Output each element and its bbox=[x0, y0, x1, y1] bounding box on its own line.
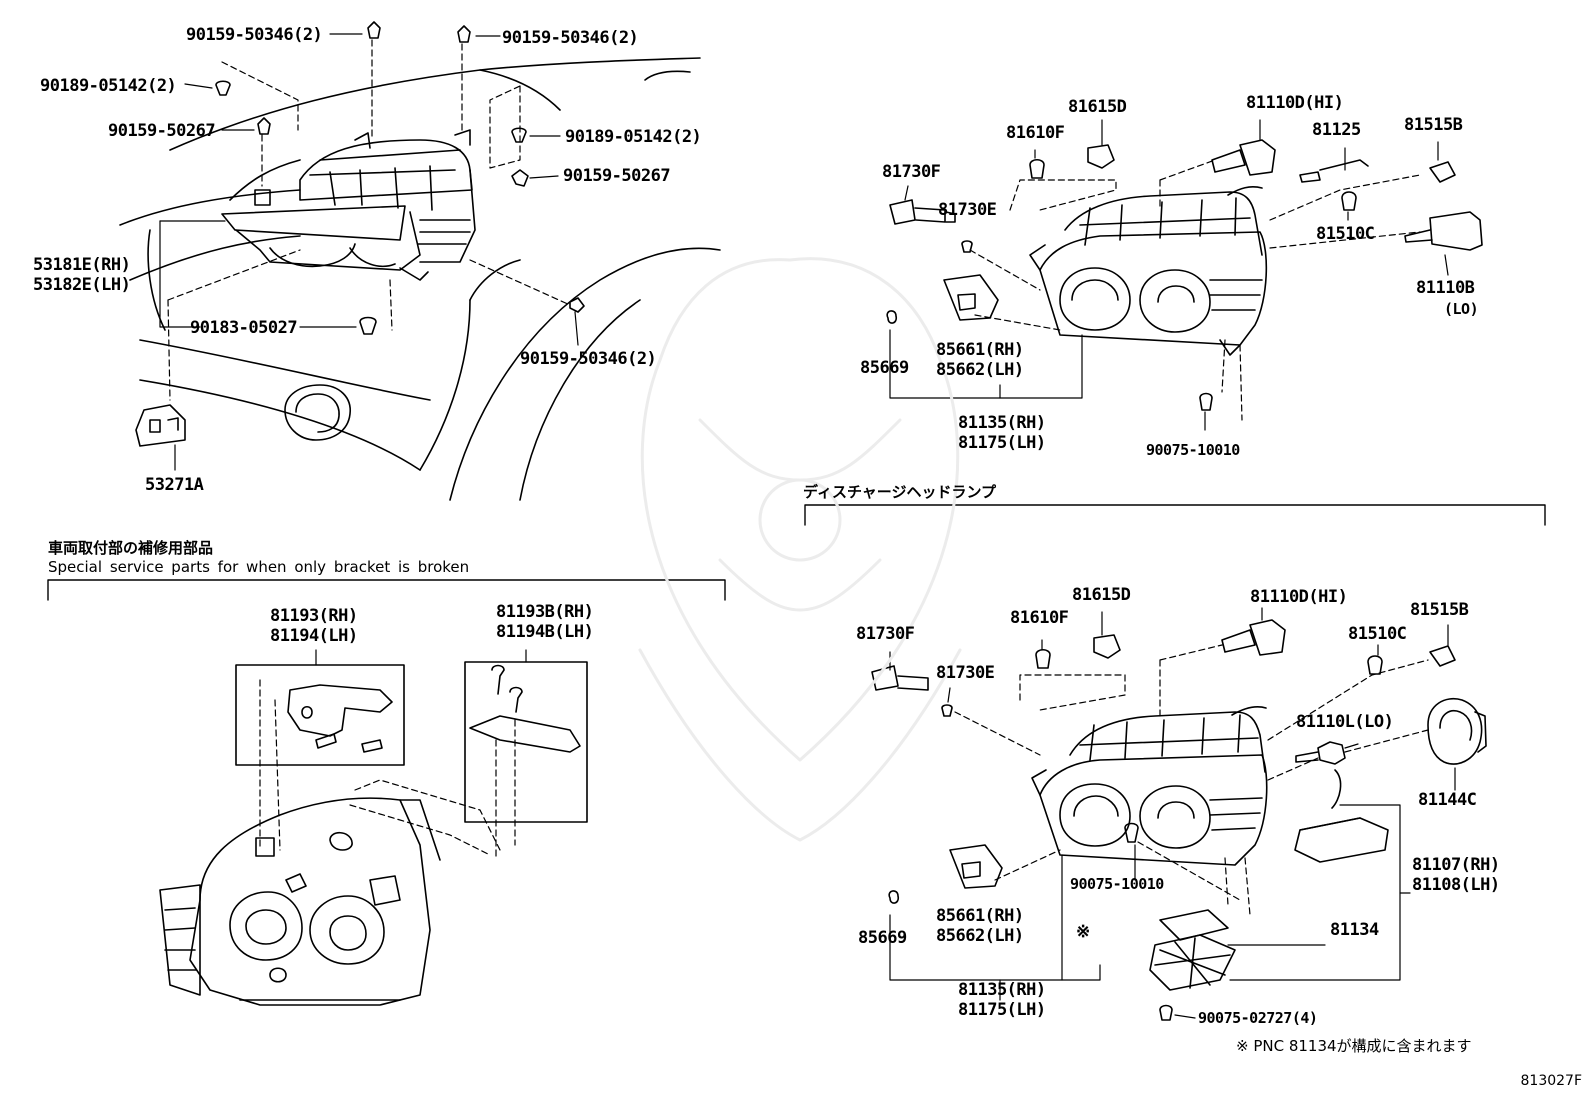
part-label-81135-81175-bottom: 81135(RH) 81175(LH) bbox=[958, 980, 1046, 1020]
part-label-81175-bottom: 81175(LH) bbox=[958, 1000, 1046, 1020]
part-label-53181e-53182e: 53181E(RH) 53182E(LH) bbox=[33, 255, 131, 295]
headlamp-assembly-top-right bbox=[1029, 186, 1268, 356]
part-label-81610f-bottom: 81610F bbox=[1010, 608, 1069, 628]
part-label-81730e-top: 81730E bbox=[938, 200, 997, 220]
part-label-85661-top: 85661(RH) bbox=[936, 340, 1024, 360]
leader-lines-bottom-right bbox=[889, 607, 1456, 1019]
part-label-81615d-top: 81615D bbox=[1068, 97, 1127, 117]
headlamp-assembly-top-left bbox=[221, 129, 476, 281]
bracket-81193b-box bbox=[464, 649, 588, 859]
part-label-81135-81175-top: 81135(RH) 81175(LH) bbox=[958, 413, 1046, 453]
part-label-81135-top: 81135(RH) bbox=[958, 413, 1046, 433]
part-label-85662-top: 85662(LH) bbox=[936, 360, 1024, 380]
part-label-90159-50267-b: 90159-50267 bbox=[563, 166, 671, 186]
part-label-81135-bottom: 81135(RH) bbox=[958, 980, 1046, 1000]
part-label-90075-10010-top: 90075-10010 bbox=[1146, 441, 1240, 459]
part-label-81730e-bottom: 81730E bbox=[936, 663, 995, 683]
section-special-service-jp: 車両取付部の補修用部品 bbox=[48, 539, 214, 557]
leader-lines-top-right bbox=[889, 119, 1449, 431]
part-label-81193: 81193(RH) bbox=[270, 606, 358, 626]
part-label-90159-50267-a: 90159-50267 bbox=[108, 121, 216, 141]
part-label-81144c: 81144C bbox=[1418, 790, 1477, 810]
part-label-90075-10010-bottom: 90075-10010 bbox=[1070, 875, 1164, 893]
part-label-85661-85662-bottom: 85661(RH) 85662(LH) bbox=[936, 906, 1024, 946]
part-label-90075-02727: 90075-02727(4) bbox=[1198, 1009, 1318, 1027]
part-label-53182e: 53182E(LH) bbox=[33, 275, 131, 295]
asterisk-mark: ※ bbox=[1076, 922, 1090, 942]
part-label-81110l: 81110L(LO) bbox=[1296, 712, 1394, 732]
part-label-81610f-top: 81610F bbox=[1006, 123, 1065, 143]
part-label-81193-81194: 81193(RH) 81194(LH) bbox=[270, 606, 358, 646]
part-label-90189-05142-a: 90189-05142(2) bbox=[40, 76, 177, 96]
part-label-81510c-top: 81510C bbox=[1316, 224, 1375, 244]
bulbs-and-sockets-top-right bbox=[886, 139, 1483, 411]
part-label-85662-bottom: 85662(LH) bbox=[936, 926, 1024, 946]
headlamp-assembly-bottom-right bbox=[1031, 706, 1268, 866]
headlamp-rear-view bbox=[159, 779, 501, 1006]
service-parts-bracket bbox=[47, 579, 726, 601]
part-label-81615d-bottom: 81615D bbox=[1072, 585, 1131, 605]
part-label-81110d-top: 81110D(HI) bbox=[1246, 93, 1344, 113]
bulbs-and-sockets-bottom-right bbox=[871, 619, 1487, 1021]
leader-lines-top-left bbox=[159, 33, 579, 471]
watermark-crest bbox=[638, 257, 962, 842]
part-label-lo: (LO) bbox=[1444, 300, 1479, 318]
part-label-81194: 81194(LH) bbox=[270, 626, 358, 646]
part-label-81730f-top: 81730F bbox=[882, 162, 941, 182]
section-special-service-en: Special service parts for when only brac… bbox=[48, 558, 470, 576]
vehicle-body-outline bbox=[119, 57, 721, 501]
part-label-81110b: 81110B bbox=[1416, 278, 1475, 298]
discharge-headlamp-bracket bbox=[804, 504, 1546, 526]
part-label-90159-50346-a: 90159-50346(2) bbox=[186, 25, 323, 45]
part-label-90159-50346-c: 90159-50346(2) bbox=[520, 349, 657, 369]
part-label-81107: 81107(RH) bbox=[1412, 855, 1500, 875]
part-label-90159-50346-b: 90159-50346(2) bbox=[502, 28, 639, 48]
part-label-85669-bottom: 85669 bbox=[858, 928, 907, 948]
part-label-81134: 81134 bbox=[1330, 920, 1379, 940]
section-discharge-headlamp: ディスチャージヘッドランプ bbox=[803, 483, 997, 501]
part-label-81125: 81125 bbox=[1312, 120, 1361, 140]
part-label-85661-bottom: 85661(RH) bbox=[936, 906, 1024, 926]
part-label-85661-85662-top: 85661(RH) 85662(LH) bbox=[936, 340, 1024, 380]
part-label-53271a: 53271A bbox=[145, 475, 204, 495]
part-label-81730f-bottom: 81730F bbox=[856, 624, 915, 644]
part-label-81510c-bottom: 81510C bbox=[1348, 624, 1407, 644]
part-label-81193b: 81193B(RH) bbox=[496, 602, 594, 622]
footnote: ※ PNC 81134が構成に含まれます bbox=[1236, 1037, 1472, 1055]
part-label-53181e: 53181E(RH) bbox=[33, 255, 131, 275]
part-label-90183-05027: 90183-05027 bbox=[190, 318, 298, 338]
bracket-81193-box bbox=[235, 649, 405, 851]
part-label-85669-top: 85669 bbox=[860, 358, 909, 378]
part-label-90189-05142-b: 90189-05142(2) bbox=[565, 127, 702, 147]
part-label-81515b-top: 81515B bbox=[1404, 115, 1463, 135]
part-label-81175-top: 81175(LH) bbox=[958, 433, 1046, 453]
part-label-81107-81108: 81107(RH) 81108(LH) bbox=[1412, 855, 1500, 895]
part-label-81110d-bottom: 81110D(HI) bbox=[1250, 587, 1348, 607]
part-label-81193b-81194b: 81193B(RH) 81194B(LH) bbox=[496, 602, 594, 642]
part-label-81194b: 81194B(LH) bbox=[496, 622, 594, 642]
fasteners-top-left bbox=[135, 21, 585, 447]
part-label-81108: 81108(LH) bbox=[1412, 875, 1500, 895]
part-label-81515b-bottom: 81515B bbox=[1410, 600, 1469, 620]
figure-number: 813027F bbox=[1520, 1073, 1583, 1089]
